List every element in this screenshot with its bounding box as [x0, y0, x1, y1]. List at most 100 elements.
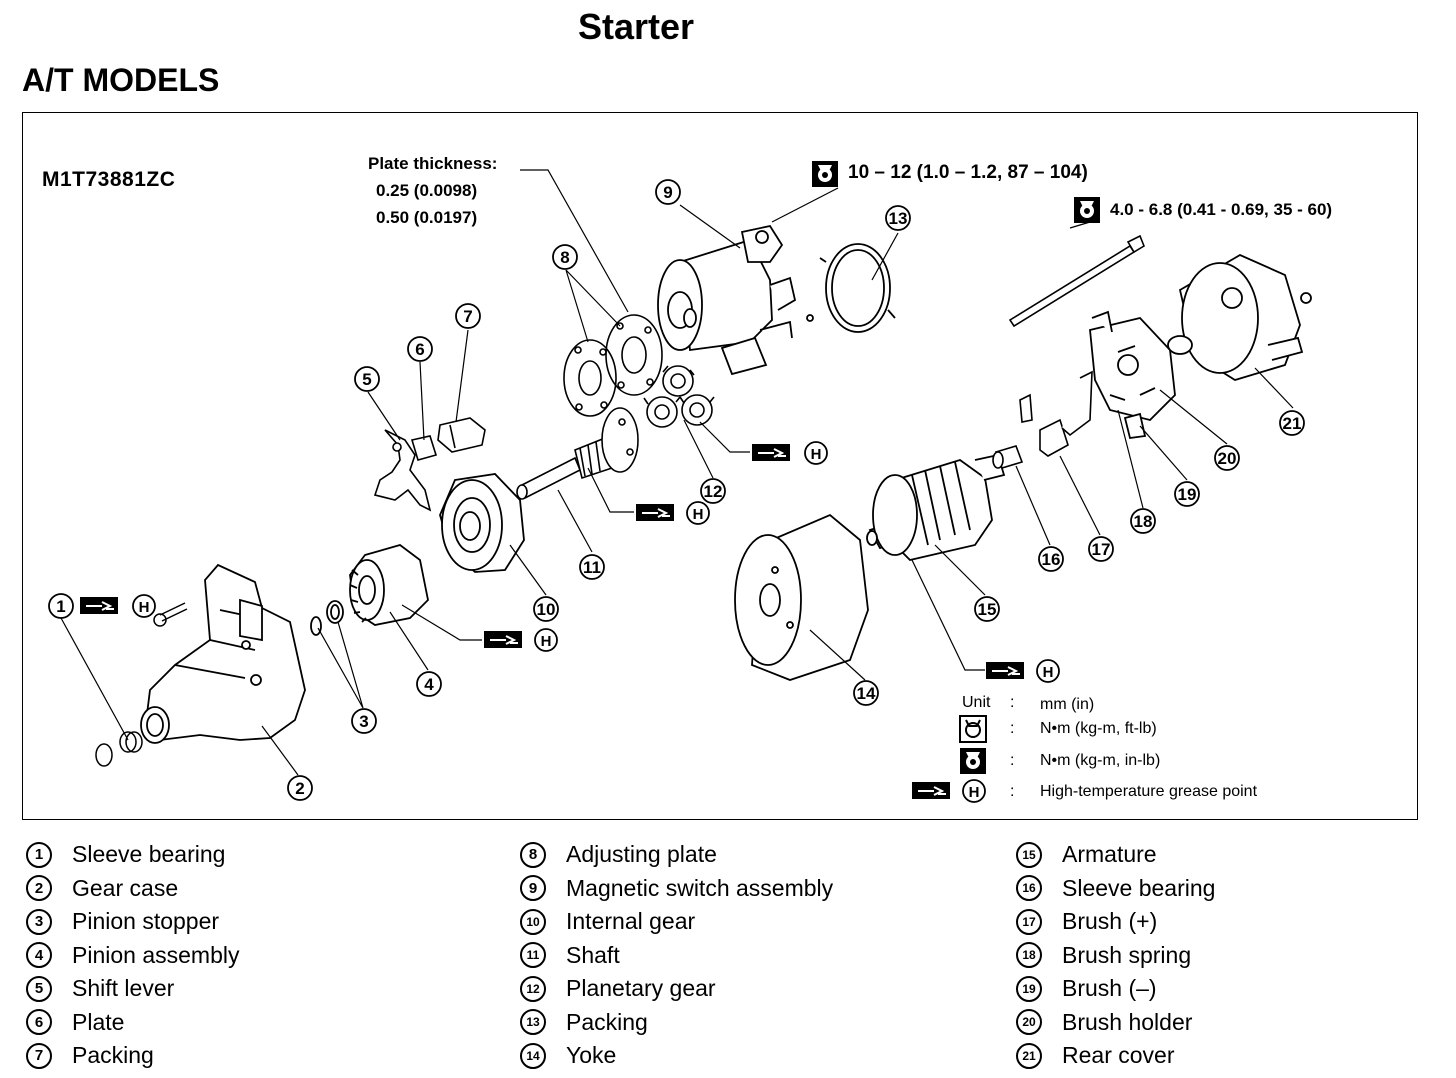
callout-9: 9 [655, 179, 681, 205]
legend-label: Sleeve bearing [1062, 874, 1216, 901]
legend-label: Sleeve bearing [72, 841, 226, 868]
legend-label: Magnetic switch assembly [566, 874, 834, 901]
unit-label: Unit [962, 694, 991, 711]
brush-holder-part [1089, 310, 1176, 439]
grease-h-label: H [139, 599, 150, 616]
plate-thickness-value-2: 0.50 (0.0197) [376, 208, 478, 227]
unit-separator: : [1010, 783, 1015, 800]
callout-11: 11 [579, 554, 605, 580]
callout-12: 12 [700, 478, 726, 504]
rear-cover-part [1167, 253, 1312, 381]
legend-label: Brush spring [1062, 941, 1192, 968]
through-bolt-part [1008, 234, 1145, 328]
legend-number: 1 [26, 841, 52, 868]
legend-number: 6 [26, 1009, 52, 1036]
page-title: Starter [577, 6, 695, 47]
grease-point-icon: H [635, 501, 710, 525]
svg-text:13: 13 [889, 209, 908, 228]
diagram-frame [22, 112, 1418, 820]
unit-separator: : [1010, 752, 1015, 769]
torque-magnetic-switch: 10 – 12 (1.0 – 1.2, 87 – 104) [848, 162, 1088, 183]
svg-text:7: 7 [463, 307, 472, 326]
legend-label: Armature [1062, 841, 1157, 868]
legend-number: 9 [520, 875, 546, 902]
yoke-part [734, 513, 869, 681]
legend-number: 10 [520, 908, 546, 935]
torque-icon [960, 748, 986, 774]
legend-label: Gear case [72, 874, 179, 901]
callout-21: 21 [1279, 410, 1305, 436]
grease-h-label: H [969, 784, 980, 801]
legend-label: Planetary gear [566, 975, 716, 1002]
legend-label: Brush (+) [1062, 908, 1158, 935]
unit-separator: : [1010, 694, 1015, 711]
svg-text:6: 6 [415, 340, 424, 359]
callout-2: 2 [287, 775, 313, 801]
legend-label: Yoke [566, 1042, 617, 1069]
model-code: M1T73881ZC [42, 168, 176, 191]
leader-lines [60, 204, 1294, 776]
sleeve-bearing-1-part [95, 731, 143, 767]
legend-item: 6 Plate [26, 1006, 239, 1040]
legend-number: 21 [1016, 1042, 1042, 1069]
svg-text:21: 21 [1283, 414, 1302, 433]
svg-text:15: 15 [978, 600, 997, 619]
grease-point-icon: H [985, 659, 1060, 683]
legend-item: 9 Magnetic switch assembly [520, 872, 833, 906]
section-subtitle: A/T MODELS [22, 62, 220, 98]
sleeve-bearing-16-part [992, 445, 1024, 469]
callout-5: 5 [354, 366, 380, 392]
grease-h-label: H [541, 633, 552, 650]
grease-h-label: H [693, 506, 704, 523]
callout-17: 17 [1088, 536, 1114, 562]
plate-thickness-label: Plate thickness: [368, 154, 498, 173]
legend-label: Shaft [566, 941, 620, 968]
legend-number: 7 [26, 1042, 52, 1069]
unit-value: mm (in) [1040, 696, 1095, 713]
grease-point-icon: H [483, 628, 558, 652]
callout-18: 18 [1130, 508, 1156, 534]
grease-point-icon: H [911, 779, 986, 803]
callout-15: 15 [974, 596, 1000, 622]
callout-4: 4 [416, 671, 442, 697]
plate-thickness-note: Plate thickness: 0.25 (0.0098) 0.50 (0.0… [368, 150, 497, 231]
bolt-part [153, 602, 188, 627]
torque-icon [1074, 197, 1100, 223]
legend-number: 3 [26, 908, 52, 935]
callout-19: 19 [1174, 481, 1200, 507]
callout-1: 1 [48, 593, 74, 619]
grease-leader-lines [401, 421, 985, 671]
svg-text:2: 2 [295, 779, 304, 798]
plate-thickness-value-1: 0.25 (0.0098) [376, 181, 478, 200]
legend-item: 1 Sleeve bearing [26, 838, 239, 872]
legend-number: 17 [1016, 908, 1042, 935]
svg-text:12: 12 [704, 482, 723, 501]
callout-13: 13 [885, 205, 911, 231]
legend-number: 13 [520, 1009, 546, 1036]
legend-label: Plate [72, 1008, 125, 1035]
legend-label: Internal gear [566, 908, 696, 935]
planetary-gear-part [643, 365, 715, 428]
svg-text:9: 9 [663, 183, 672, 202]
callout-14: 14 [853, 680, 879, 706]
brush-plus-part [1019, 370, 1093, 457]
callout-7: 7 [455, 303, 481, 329]
legend-number: 2 [26, 875, 52, 902]
grease-point-icon: H [79, 594, 156, 618]
gear-case-part [140, 563, 306, 744]
svg-text:20: 20 [1218, 449, 1237, 468]
packing-13-part [819, 243, 896, 333]
legend-number: 5 [26, 975, 52, 1002]
callout-3: 3 [351, 708, 377, 734]
svg-text:11: 11 [583, 558, 601, 577]
